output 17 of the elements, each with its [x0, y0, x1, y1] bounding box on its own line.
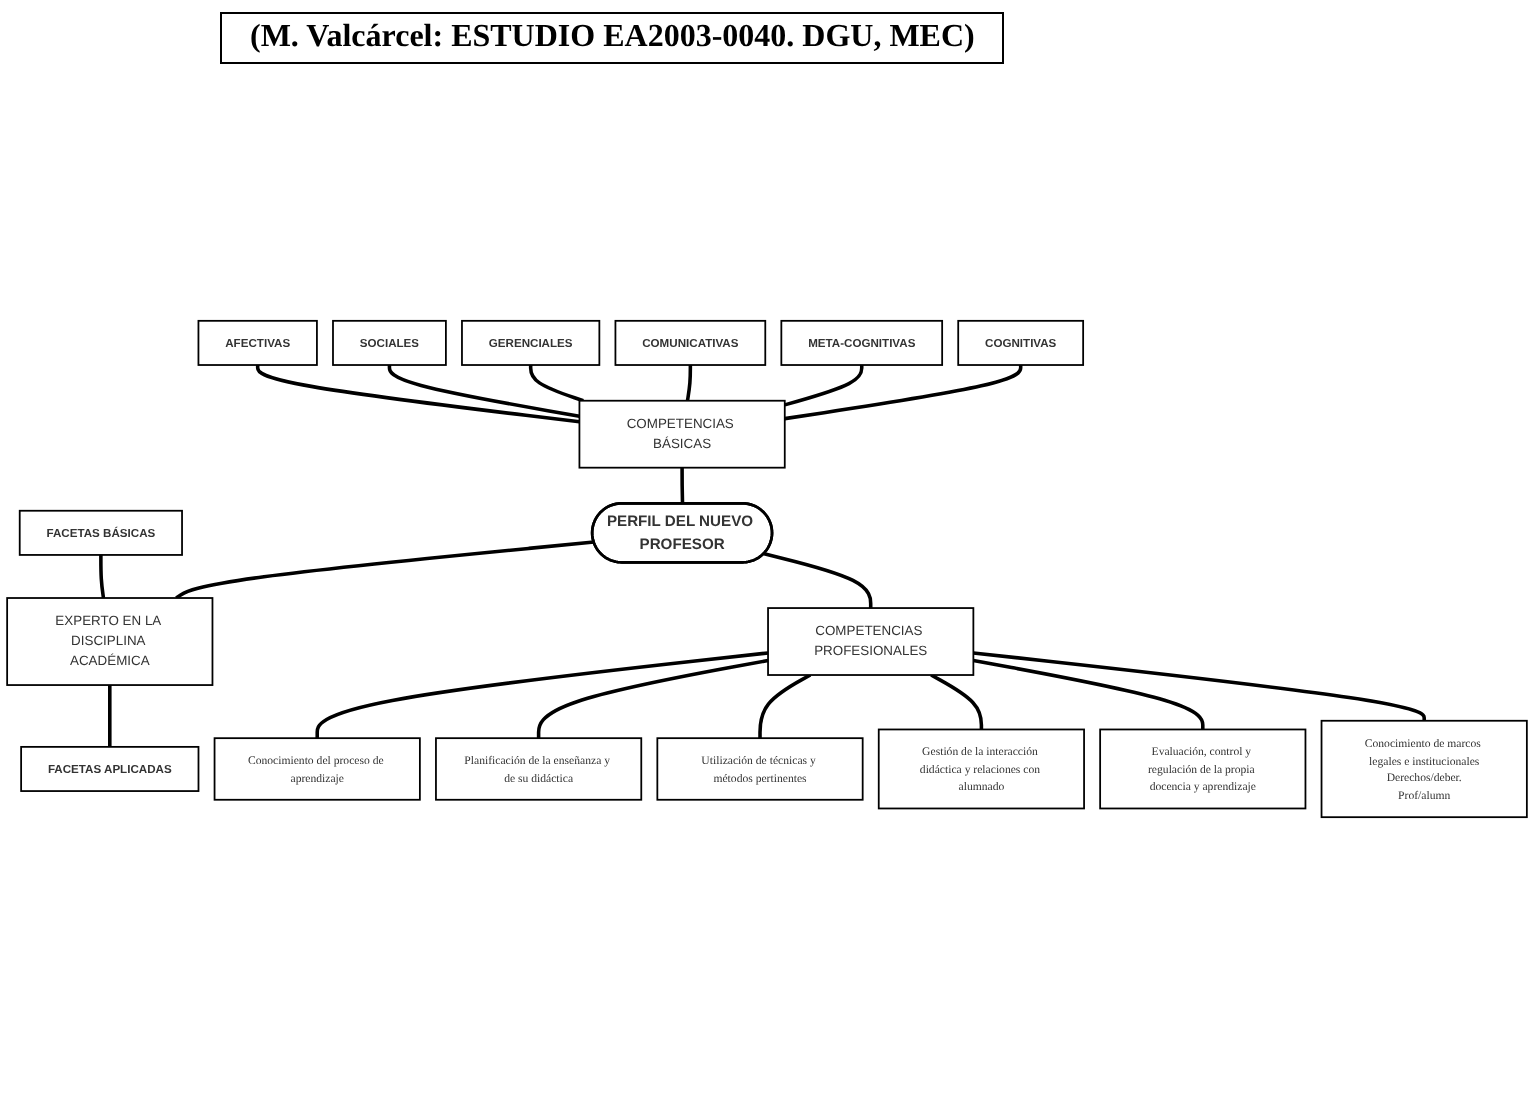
connector [758, 673, 812, 739]
connector [784, 365, 864, 407]
connector [930, 673, 984, 730]
connector [108, 685, 112, 747]
connector [973, 658, 1205, 730]
connector [99, 554, 106, 599]
connector [536, 658, 769, 739]
title: (M. Valcárcel: ESTUDIO EA2003-0040. DGU, MEC) [220, 12, 1005, 64]
connector [680, 467, 685, 504]
connector [973, 651, 1426, 721]
connector [175, 540, 595, 600]
connector [255, 365, 580, 424]
connector [784, 365, 1023, 421]
connector [387, 365, 580, 418]
connector [685, 365, 693, 401]
connector [528, 365, 584, 403]
connector [315, 651, 769, 739]
